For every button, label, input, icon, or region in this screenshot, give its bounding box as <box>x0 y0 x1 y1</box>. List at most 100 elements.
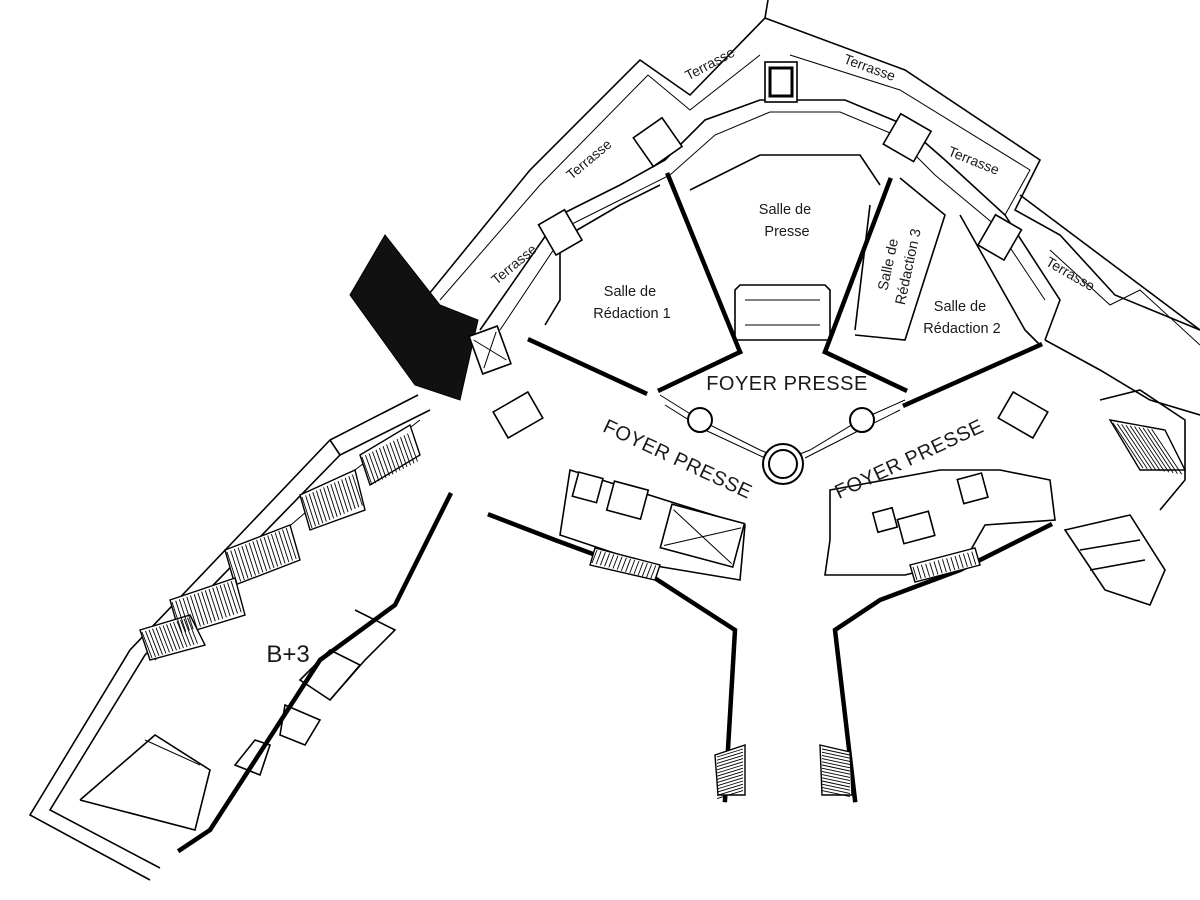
salle-redaction-2-3-walls <box>822 177 1043 408</box>
stair-tread <box>230 550 242 582</box>
stair-tread <box>716 774 744 784</box>
stair-tread <box>219 584 231 617</box>
stair-tread <box>178 599 190 631</box>
floor-level-label: B+3 <box>266 641 309 668</box>
stair-tread <box>400 437 411 466</box>
stair-tread <box>375 449 387 478</box>
stair-tread <box>267 535 279 567</box>
stair-tread <box>344 477 356 509</box>
foyer-presse-center-label: FOYER PRESSE <box>706 373 868 395</box>
stair-tread <box>629 559 636 574</box>
stair-tread <box>716 751 744 761</box>
stair-tread <box>716 758 744 768</box>
stair-tread <box>182 597 194 630</box>
stair-tread <box>180 619 191 647</box>
stair-tread <box>821 758 851 766</box>
stair-tread <box>1112 422 1144 469</box>
stair-tread <box>341 479 353 511</box>
stair-tread <box>212 587 224 619</box>
stair-tread <box>237 547 249 579</box>
stair-tread <box>208 588 220 621</box>
stair-tread <box>1142 427 1174 474</box>
stair-tread <box>256 539 268 572</box>
stair-tread <box>227 582 238 614</box>
stair-tread <box>971 551 977 565</box>
stair-tread <box>326 485 338 517</box>
salle-de-presse-walls <box>665 154 893 355</box>
stair-tread <box>1129 425 1161 472</box>
stair-tread <box>152 628 163 655</box>
stair-tread <box>190 595 201 627</box>
salle-redaction-2-label: Salle de Rédaction 2 <box>923 299 1000 337</box>
stair-tread <box>716 761 744 771</box>
stair-tread <box>821 774 851 782</box>
stair-tread <box>821 786 851 794</box>
stair-tread <box>716 748 744 758</box>
stair-tread <box>646 564 653 578</box>
stair-tread <box>946 558 952 572</box>
terrace-label: Terrasse <box>563 136 615 183</box>
stair-tread <box>204 590 216 622</box>
stair-tread <box>301 496 313 529</box>
terrace-label: Terrasse <box>682 44 737 83</box>
stair-tread <box>282 529 293 561</box>
stair-tread <box>159 626 170 653</box>
stair-tread <box>716 770 744 780</box>
stair-tread <box>641 563 648 577</box>
terrace-label: Terrasse <box>842 51 898 84</box>
stair-tread <box>382 446 394 475</box>
stair-tread <box>145 630 156 658</box>
stair-tread <box>925 563 931 577</box>
stair-tread <box>716 780 744 790</box>
stair-tread <box>248 542 260 575</box>
stair-tread <box>315 490 327 522</box>
stair-tread <box>595 550 602 565</box>
stair-tread <box>319 488 331 521</box>
stair-cores <box>468 61 1049 440</box>
stair-tread <box>252 541 264 573</box>
stair-tread <box>821 770 851 778</box>
stair-tread <box>171 601 183 634</box>
stair-tread <box>1116 423 1148 469</box>
stair-tread <box>929 562 935 576</box>
stair-tread <box>958 554 964 569</box>
foyer-colonnade <box>659 394 906 485</box>
stair-tread <box>916 565 922 580</box>
stair-tread <box>1125 424 1157 471</box>
stair-tread <box>308 493 320 525</box>
stair-tread <box>361 456 373 486</box>
stair-tread <box>148 629 160 656</box>
stair-tread <box>162 625 174 652</box>
stair-tread <box>368 453 380 482</box>
stair-tread <box>604 553 611 567</box>
stair-tread <box>625 558 632 572</box>
stair-tread <box>323 487 335 519</box>
stair-tread <box>241 545 253 578</box>
stair-tread <box>821 764 851 772</box>
stair-tread <box>176 620 188 648</box>
stair-tread <box>169 623 181 650</box>
stair-tread <box>183 618 195 645</box>
stair-tread <box>263 536 275 569</box>
stair-tread <box>330 484 342 516</box>
stair-tread <box>274 532 286 564</box>
stair-tread <box>1138 426 1170 473</box>
stair-tread <box>1151 429 1183 475</box>
stair-tread <box>912 566 918 581</box>
stair-tread <box>920 564 926 578</box>
stair-tread <box>599 552 606 566</box>
stair-tread <box>620 557 627 571</box>
south-corridors <box>487 512 1054 803</box>
stair-tread <box>312 492 324 524</box>
stair-tread <box>141 631 153 659</box>
stair-tread <box>821 780 851 788</box>
stair-tread <box>223 583 235 615</box>
stair-tread <box>821 783 851 791</box>
stair-tread <box>608 554 615 568</box>
stair-tread <box>821 777 851 785</box>
stair-tread <box>175 600 187 632</box>
stair-tread <box>407 433 418 462</box>
stair-tread <box>379 447 390 477</box>
stair-tread <box>1147 428 1178 474</box>
stair-tread <box>166 624 177 651</box>
